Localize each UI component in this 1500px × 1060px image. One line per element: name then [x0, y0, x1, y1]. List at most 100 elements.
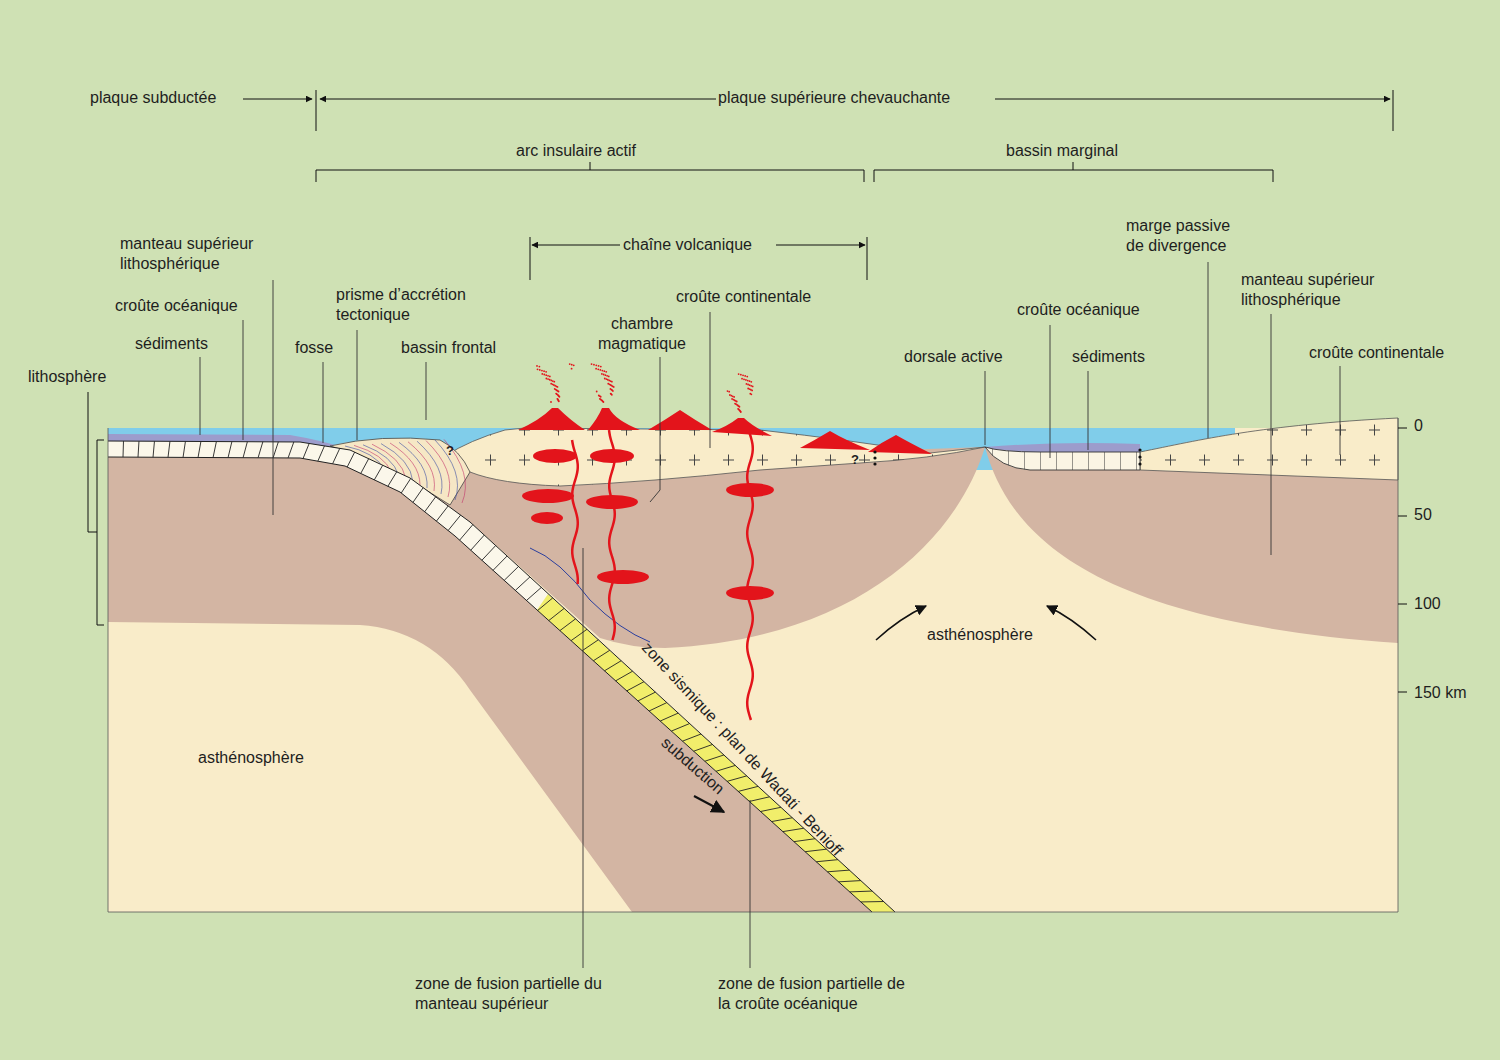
ash-dot: [610, 388, 612, 390]
slab-crust-top: [108, 441, 895, 912]
cell-divider: [425, 497, 436, 512]
leader-line: [750, 800, 751, 968]
ash-dot: [741, 378, 743, 380]
cell-divider: [616, 671, 633, 681]
ash-dot: [555, 393, 557, 395]
ash-dot: [613, 386, 615, 388]
crust-texture: [985, 447, 1140, 470]
prism-stroke: [435, 440, 458, 500]
ash-dot: [573, 364, 575, 366]
oceanic-crust: [985, 447, 1140, 470]
ash-dot: [610, 393, 612, 395]
cell-divider: [504, 566, 518, 580]
ash-dot: [605, 378, 607, 380]
cell-divider: [571, 629, 587, 640]
plate-label: plaque supérieure chevauchante: [718, 88, 950, 108]
part-label: croûte continentale: [676, 287, 811, 307]
ash-dot: [543, 374, 545, 376]
cell-divider: [738, 786, 758, 791]
ash-dot: [557, 395, 559, 397]
leader-lines: [200, 262, 1340, 968]
volcano: [712, 418, 772, 436]
arc-continental-crust: [445, 428, 985, 486]
cell-divider: [460, 525, 473, 541]
annotation-lines: [88, 90, 1407, 692]
cell-divider: [839, 881, 861, 882]
ash-dot: [739, 406, 741, 408]
section-frame: [108, 418, 1398, 912]
motion-label: subduction: [657, 733, 729, 799]
ash-dot: [601, 399, 603, 401]
region-label: arc insulaire actif: [516, 141, 636, 161]
leader-line: [323, 362, 324, 443]
ash-dot: [550, 401, 552, 403]
leader-line: [1208, 262, 1209, 438]
cell-divider: [605, 661, 622, 671]
ash-dot: [541, 373, 543, 375]
ash-dot: [749, 393, 751, 395]
depth-value: 0: [1414, 416, 1423, 436]
ash-dot: [605, 371, 607, 373]
ash-dot: [557, 390, 559, 392]
ash-dot: [612, 390, 614, 392]
part-label: marge passive de divergence: [1126, 216, 1248, 256]
scale-tick: [1398, 516, 1407, 517]
ash-dot: [599, 398, 601, 400]
part-label: croûte océanique: [1017, 300, 1140, 320]
cell-divider: [374, 465, 382, 480]
part-label: sédiments: [1072, 347, 1145, 367]
ash-dot: [543, 370, 545, 372]
ash-dot: [595, 364, 597, 366]
subduction-arrow: [694, 796, 724, 812]
cell-divider: [671, 724, 689, 732]
crust-texture: [1140, 418, 1398, 480]
ash-dot: [738, 405, 740, 407]
boundary-dot: [1138, 455, 1141, 458]
ash-dot: [537, 368, 539, 370]
leader-line: [1340, 366, 1341, 455]
layer-label: asthénosphère: [927, 625, 1033, 645]
ash-dot: [541, 370, 543, 372]
zone-label: zone de fusion partielle de la croûte oc…: [718, 974, 918, 1014]
part-label: croûte continentale: [1309, 343, 1444, 363]
cell-divider: [694, 744, 713, 751]
ash-dot: [747, 384, 749, 386]
ash-dot: [596, 391, 598, 393]
ash-dot: [728, 391, 730, 393]
cell-divider: [413, 488, 423, 503]
leader-line: [583, 548, 584, 968]
ash-dot: [554, 388, 556, 390]
cell-divider: [649, 703, 667, 711]
extent-tick: [316, 90, 317, 131]
slab-crust-cells: [123, 441, 884, 902]
ash-dot: [600, 396, 602, 398]
scale-tick: [1398, 428, 1407, 429]
leader-line: [426, 362, 427, 420]
ash-dot: [598, 395, 600, 397]
cell-divider: [549, 608, 564, 620]
ash-dot: [750, 381, 752, 383]
slab-crust-bottom: [108, 457, 872, 912]
ash-dot: [538, 366, 540, 368]
part-label: sédiments: [135, 334, 208, 354]
magma-chamber: [726, 586, 774, 600]
cell-divider: [538, 598, 553, 611]
bracket: [874, 162, 1273, 182]
volcano: [868, 435, 932, 454]
extent-tick: [1393, 90, 1394, 131]
cell-divider: [493, 556, 507, 570]
ash-dot: [608, 376, 610, 378]
ash-dot: [598, 365, 600, 367]
ash-dot: [601, 370, 603, 372]
ash-dot: [611, 389, 613, 391]
magma-chamber: [586, 495, 638, 509]
cell-divider: [123, 441, 124, 457]
cell-divider: [448, 515, 461, 530]
ash-dot: [610, 389, 612, 391]
ash-dot: [549, 379, 551, 381]
cell-divider: [168, 441, 170, 457]
cell-divider: [258, 442, 263, 458]
plate-label: plaque subductée: [90, 88, 216, 108]
